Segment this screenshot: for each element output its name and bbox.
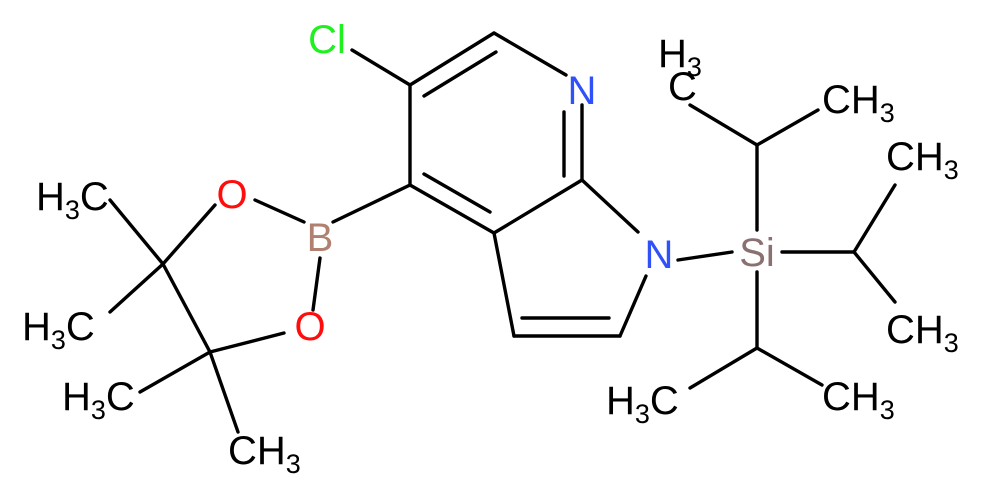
bond-o2-c — [208, 331, 286, 354]
bond-ch-bottom-me-right — [755, 346, 824, 387]
atom-oxygen-bottom: O — [294, 305, 325, 349]
bond-c-me-left — [108, 262, 165, 314]
atom-labels: Cl N N B O O Si — [216, 18, 774, 349]
bond-c3a-c4 — [408, 183, 496, 235]
bond-c-me-bottom — [208, 350, 240, 434]
bond-c3-c3a — [492, 231, 516, 338]
bond-c-c-pinacol — [161, 262, 212, 354]
methyl-pinacol-bottom: CH3 — [228, 429, 301, 479]
bond-c-me-lowleft — [138, 350, 212, 394]
bond-n1-c2 — [618, 274, 648, 338]
methyl-tips-bottom-right: CH3 — [822, 375, 895, 425]
atom-nitrogen-pyridine: N — [568, 69, 597, 113]
bond-o1-c — [161, 203, 217, 266]
atom-boron: B — [307, 216, 334, 260]
bond-c4-b — [331, 183, 412, 224]
methyl-tips-right-down: CH3 — [886, 308, 959, 358]
bond-c3a-c4-inner — [422, 172, 492, 214]
bond-b-o2 — [311, 256, 322, 312]
bond-c5-c6-inner — [422, 50, 498, 98]
atom-silicon: Si — [739, 231, 775, 275]
bond-ch-bottom-me-left — [688, 346, 759, 390]
bond-ch-top-me-left — [688, 103, 759, 147]
bond-c7a-n1 — [580, 178, 640, 234]
bond-ch-top-me-right — [755, 108, 820, 147]
bond-c6-n7 — [492, 31, 568, 77]
bond-b-o1 — [253, 198, 306, 224]
bond-n1-si — [676, 250, 734, 262]
methyl-pinacol-top: H3C — [36, 175, 109, 225]
bond-c7a-c3a — [492, 178, 584, 235]
atom-nitrogen-pyrrole: N — [645, 233, 674, 277]
methyl-tips-top-left: H3 — [658, 32, 702, 82]
bond-c-me-top — [108, 198, 165, 266]
bond-c5-c6 — [408, 31, 496, 87]
bond-ch-right-me-up — [852, 183, 897, 254]
bond-c5-cl — [350, 48, 412, 87]
atom-chlorine: Cl — [308, 18, 346, 62]
methyl-tips-bottom-left: H3C — [606, 379, 679, 429]
methyl-pinacol-left: H3C — [22, 305, 95, 355]
methyl-labels: H3C H3C H3C CH3 H3 C CH3 CH3 CH3 H3C CH3 — [22, 32, 959, 479]
methyl-tips-top-right: CH3 — [822, 78, 895, 128]
methyl-pinacol-lowleft: H3C — [62, 375, 135, 425]
bond-ch-right-me-down — [852, 250, 897, 304]
atom-oxygen-top: O — [216, 173, 247, 217]
bonds — [108, 31, 897, 434]
methyl-tips-right-up: CH3 — [886, 135, 959, 185]
methyl-tips-top-left-c: C — [668, 65, 697, 109]
